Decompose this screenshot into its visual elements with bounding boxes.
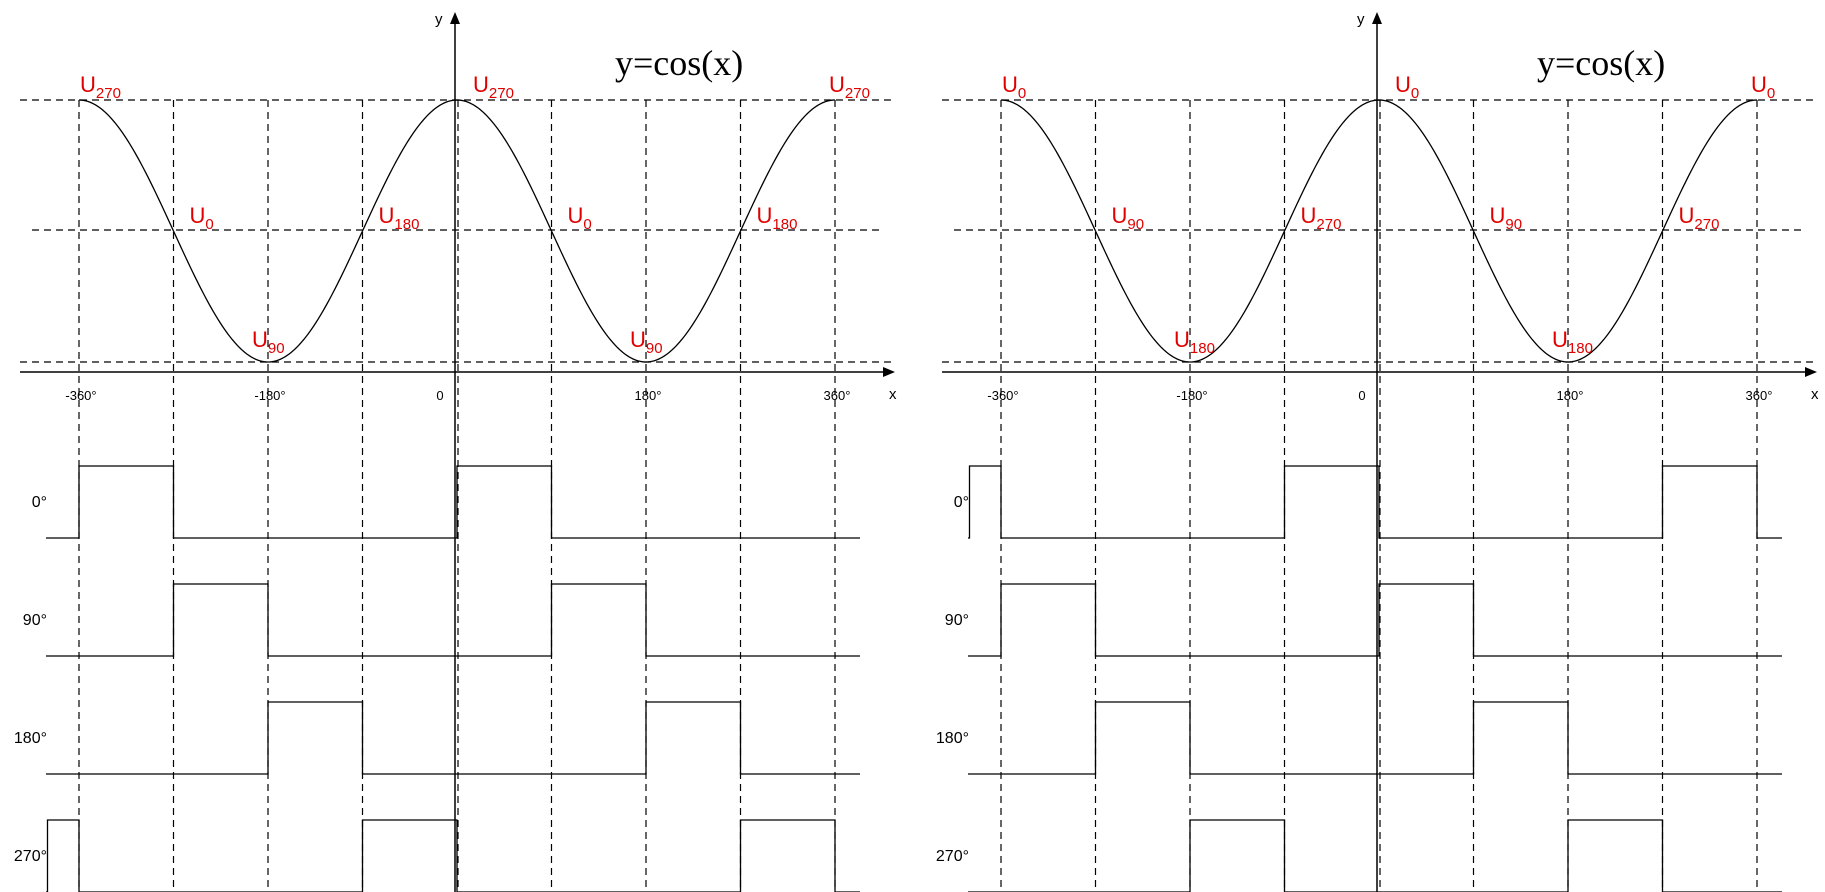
voltage-label: U270 [473,72,514,102]
tick-label: 0 [1358,388,1365,403]
voltage-label: U90 [1490,203,1523,233]
voltage-label: U0 [190,203,214,233]
square-wave [46,465,860,539]
voltage-label: U0 [1751,72,1775,102]
square-wave [968,819,1782,892]
channel-label: 270° [936,848,969,865]
voltage-label: U90 [630,327,663,357]
square-wave [46,583,860,657]
square-wave [968,701,1782,775]
channel-label: 180° [936,730,969,747]
tick-label: -360° [987,388,1018,403]
channel-label: 180° [14,730,47,747]
tick-label: 180° [1557,388,1584,403]
channel-label: 90° [945,612,969,629]
voltage-label: U0 [1395,72,1419,102]
voltage-label: U270 [1679,203,1720,233]
voltage-label: U180 [757,203,798,233]
x-axis-label: x [889,386,897,403]
voltage-label: U90 [1112,203,1145,233]
tick-label: 360° [1746,388,1773,403]
voltage-label: U0 [568,203,592,233]
y-axis-label: y [1357,11,1365,28]
voltage-label: U90 [252,327,285,357]
channel-label: 0° [32,494,47,511]
square-wave [46,819,860,892]
tick-label: -360° [65,388,96,403]
cosine-curve [78,99,836,363]
voltage-label: U180 [1552,327,1593,357]
y-axis-arrow-icon [1372,12,1382,24]
voltage-label: U0 [1002,72,1026,102]
square-wave [46,701,860,775]
x-axis-arrow-icon [883,367,895,377]
tick-label: 180° [635,388,662,403]
voltage-label: U270 [1301,203,1342,233]
voltage-label: U270 [80,72,121,102]
voltage-label: U180 [1174,327,1215,357]
x-axis-label: x [1811,386,1819,403]
x-axis-arrow-icon [1805,367,1817,377]
square-wave [968,465,1782,539]
channel-label: 90° [23,612,47,629]
square-wave [968,583,1782,657]
chart-title: y=cos(x) [1537,43,1665,83]
channel-label: 0° [954,494,969,511]
chart-title: y=cos(x) [615,43,743,83]
channel-label: 270° [14,848,47,865]
tick-label: -180° [1176,388,1207,403]
voltage-label: U180 [379,203,420,233]
voltage-label: U270 [829,72,870,102]
tick-label: -180° [254,388,285,403]
y-axis-label: y [435,11,443,28]
cosine-curve [1000,99,1758,363]
tick-label: 0 [436,388,443,403]
y-axis-arrow-icon [450,12,460,24]
tick-label: 360° [824,388,851,403]
